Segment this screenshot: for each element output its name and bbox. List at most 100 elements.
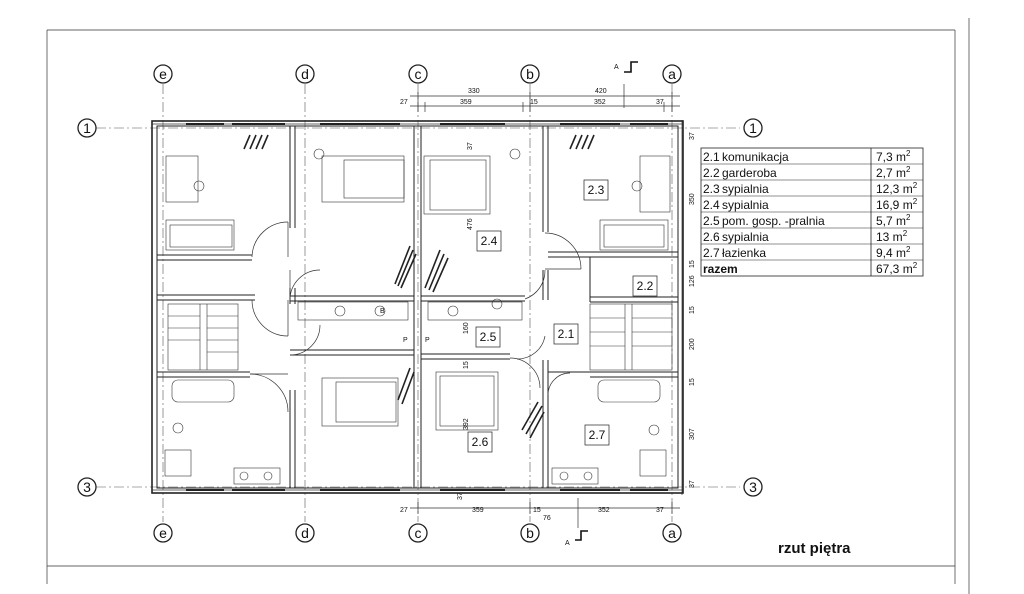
row-name: sypialnia — [722, 198, 769, 212]
room-label-2-6: 2.6 — [472, 435, 489, 449]
section-marker-bottom: A — [565, 498, 588, 547]
row-unit-exp: 2 — [903, 229, 908, 238]
svg-text:12,3 m2: 12,3 m2 — [876, 181, 918, 196]
room-label-2-2: 2.2 — [637, 279, 654, 293]
row-num: 2.4 — [703, 198, 720, 212]
area-table-row: 2.7 łazienka 9,4 m2 — [703, 245, 911, 260]
dim-right-37a: 37 — [689, 132, 696, 140]
axis-label-1-left: 1 — [83, 120, 91, 136]
dim-top-359: 359 — [460, 99, 472, 106]
row-num: 2.3 — [703, 182, 720, 196]
row-unit-exp: 2 — [906, 165, 911, 174]
stairs-left — [167, 303, 239, 371]
area-table-row: 2.6 sypialnia 13 m2 — [703, 229, 908, 244]
row-num: 2.1 — [703, 150, 720, 164]
dim-top-420: 420 — [595, 88, 607, 95]
axis-label-b-bottom: b — [526, 525, 534, 541]
svg-text:13 m2: 13 m2 — [876, 229, 908, 244]
row-name: komunikacja — [722, 150, 789, 164]
row-area: 7,3 m — [876, 150, 906, 164]
row-area: 16,9 m — [876, 198, 913, 212]
row-name: łazienka — [722, 246, 766, 260]
row-unit-exp: 2 — [906, 245, 911, 254]
area-table-row: 2.4 sypialnia 16,9 m2 — [703, 197, 918, 212]
axis-label-a-bottom: a — [668, 525, 676, 541]
area-table-row: 2.2 garderoba 2,7 m2 — [703, 165, 911, 180]
area-table-row: 2.3 sypialnia 12,3 m2 — [703, 181, 918, 196]
dimensions-top: 330 420 27 359 15 352 37 — [400, 88, 680, 112]
row-num: 2.6 — [703, 230, 720, 244]
stair-mark-b: B — [380, 308, 385, 315]
axis-label-3-right: 3 — [749, 479, 757, 495]
svg-text:2,7 m2: 2,7 m2 — [876, 165, 911, 180]
dim-top-330: 330 — [468, 88, 480, 95]
axis-label-e-bottom: e — [159, 525, 167, 541]
row-name: pom. gosp. -pralnia — [722, 214, 825, 228]
row-area: 13 m — [876, 230, 903, 244]
dim-interior-476: 476 — [467, 218, 474, 230]
grid-lines — [96, 84, 740, 522]
door-swings — [249, 221, 582, 413]
row-name: garderoba — [722, 166, 777, 180]
dim-right-307: 307 — [689, 428, 696, 440]
section-marker-top-label: A — [614, 64, 619, 71]
dim-right-15b: 15 — [689, 306, 696, 314]
axis-label-c-bottom: c — [415, 525, 422, 541]
total-area: 67,3 m — [876, 262, 913, 276]
svg-text:7,3 m2: 7,3 m2 — [876, 149, 911, 164]
dim-right-15c: 15 — [689, 378, 696, 386]
area-table-row: 2.1 komunikacja 7,3 m2 — [703, 149, 911, 164]
room-labels: 2.3 2.4 2.2 2.5 2.1 2.7 2.6 — [467, 179, 658, 453]
area-table-row: 2.5 pom. gosp. -pralnia 5,7 m2 — [703, 213, 911, 228]
dim-bottom-27: 27 — [400, 507, 408, 514]
dim-bottom-37-vertical: 37 — [457, 492, 464, 500]
dim-top-15: 15 — [530, 99, 538, 106]
axis-label-d-top: d — [301, 66, 309, 82]
drawing-title: rzut piętra — [778, 540, 851, 557]
dim-bottom-37: 37 — [656, 507, 664, 514]
sheet-frame — [46, 18, 970, 594]
svg-text:5,7 m2: 5,7 m2 — [876, 213, 911, 228]
section-marker-top: A — [614, 61, 638, 108]
axis-label-a-top: a — [668, 66, 676, 82]
room-label-2-4: 2.4 — [481, 234, 498, 248]
dim-right-350: 350 — [689, 193, 696, 205]
row-unit-exp: 2 — [906, 213, 911, 222]
room-label-2-7: 2.7 — [589, 428, 606, 442]
dimensions-bottom: 27 359 15 76 352 37 37 — [400, 492, 680, 522]
dim-interior-37: 37 — [467, 142, 474, 150]
interior-dimensions: 37 476 160 15 392 B P P — [380, 142, 474, 430]
row-area: 5,7 m — [876, 214, 906, 228]
dim-top-352: 352 — [594, 99, 606, 106]
dim-right-37b: 37 — [689, 480, 696, 488]
dim-interior-15: 15 — [463, 361, 470, 369]
dimensions-right: 37 350 15 126 15 200 15 307 37 — [681, 120, 696, 495]
dim-interior-160: 160 — [463, 322, 470, 334]
stair-mark-p2: P — [425, 337, 430, 344]
building-walls — [151, 120, 684, 494]
area-table-total-row: razem 67,3 m2 — [703, 261, 918, 276]
row-num: 2.2 — [703, 166, 720, 180]
room-label-2-3: 2.3 — [588, 183, 605, 197]
row-unit-exp: 2 — [913, 181, 918, 190]
axis-label-e-top: e — [159, 66, 167, 82]
section-marker-bottom-label: A — [565, 540, 570, 547]
dim-right-200: 200 — [689, 338, 696, 350]
dim-interior-392: 392 — [463, 418, 470, 430]
row-num: 2.7 — [703, 246, 720, 260]
room-label-2-5: 2.5 — [480, 330, 497, 344]
dim-bottom-352: 352 — [598, 507, 610, 514]
svg-text:67,3 m2: 67,3 m2 — [876, 261, 918, 276]
dim-top-37: 37 — [656, 99, 664, 106]
row-area: 2,7 m — [876, 166, 906, 180]
dim-bottom-15: 15 — [533, 507, 541, 514]
area-table: 2.1 komunikacja 7,3 m2 2.2 garderoba 2,7… — [700, 147, 924, 277]
axis-label-c-top: c — [415, 66, 422, 82]
dim-bottom-76: 76 — [543, 515, 551, 522]
axis-bubbles: e d c b a e d c b a 1 1 3 3 — [77, 64, 763, 543]
row-name: sypialnia — [722, 230, 769, 244]
stair-mark-p1: P — [403, 337, 408, 344]
row-num: 2.5 — [703, 214, 720, 228]
stairs-right — [589, 303, 673, 371]
